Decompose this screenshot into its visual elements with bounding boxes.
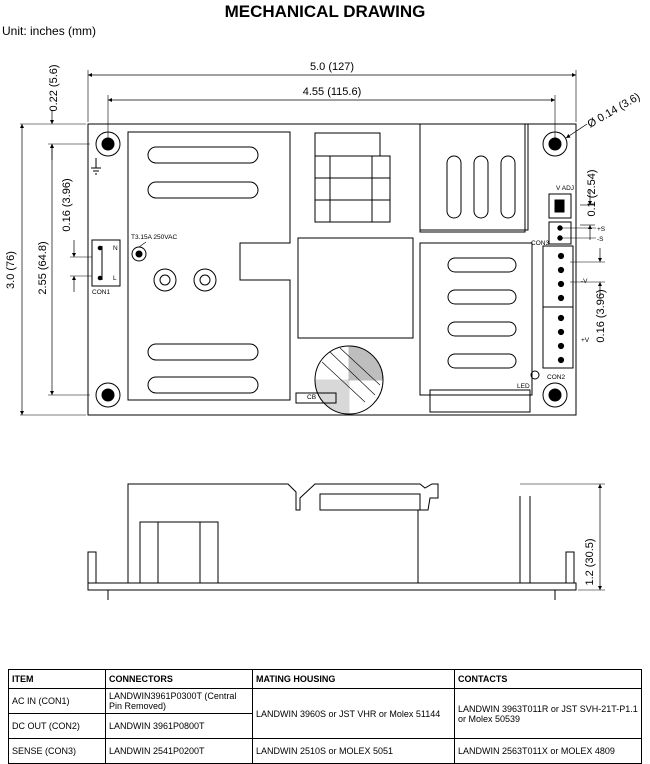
con1-pin-n: N xyxy=(113,245,118,252)
table-cell-merged-contacts: LANDWIN 3963T011R or JST SVH-21T-P1.1 or… xyxy=(454,688,642,739)
table-cell-merged-housing: LANDWIN 3960S or JST VHR or Molex 51144 xyxy=(252,688,455,739)
table-cell: LANDWIN 3961P0800T xyxy=(105,713,253,739)
vadj-label: V ADJ xyxy=(556,185,574,192)
table-row: SENSE (CON3) LANDWIN 2541P0200T LANDWIN … xyxy=(8,738,642,764)
vout-minus-label: -V xyxy=(581,278,588,285)
dim-height-total: 3.0 (76) xyxy=(5,251,17,289)
top-view xyxy=(19,70,605,416)
mounting-hole xyxy=(95,382,121,408)
component-block xyxy=(314,132,381,157)
vout-plus-label: +V xyxy=(581,337,590,344)
bulk-capacitor xyxy=(314,345,384,415)
table-header: CONNECTORS xyxy=(105,669,253,689)
table-cell: LANDWIN 2563T011X or MOLEX 4809 xyxy=(454,738,642,764)
dim-con3-offset: 0.1 (2.54) xyxy=(586,169,598,216)
con1-label: CON1 xyxy=(92,289,110,296)
drawing-title: MECHANICAL DRAWING xyxy=(224,2,426,21)
capacitor xyxy=(153,268,177,292)
pcb-outline xyxy=(87,123,577,416)
unit-note: Unit: inches (mm) xyxy=(2,24,97,38)
side-view xyxy=(87,483,605,600)
dim-width-total: 5.0 (127) xyxy=(310,61,354,73)
table-row: DC OUT (CON2) LANDWIN 3961P0800T xyxy=(8,713,642,739)
table-cell: LANDWIN 2541P0200T xyxy=(105,738,253,764)
table-cell: LANDWIN 2510S or MOLEX 5051 xyxy=(252,738,455,764)
led-label: LED xyxy=(517,383,530,390)
table-cell: AC IN (CON1) xyxy=(8,688,106,714)
dim-width-holes: 4.55 (115.6) xyxy=(303,86,362,98)
pcb-side xyxy=(87,582,577,591)
dim-con2-offset: 0.16 (3.96) xyxy=(595,289,607,342)
dim-top-offset: 0.22 (5.6) xyxy=(48,64,60,111)
table-header: ITEM xyxy=(8,669,106,689)
con2-connector xyxy=(542,245,574,369)
con3-label: CON3 xyxy=(531,240,549,247)
con1-connector xyxy=(91,239,121,287)
mounting-hole xyxy=(95,131,121,157)
heatsink-right-bottom xyxy=(419,242,533,396)
dim-height-holes: 2.55 (64.8) xyxy=(37,241,49,294)
mounting-hole xyxy=(542,131,568,157)
capacitor xyxy=(193,268,217,292)
table-header: MATING HOUSING xyxy=(252,669,455,689)
table-cell: DC OUT (CON2) xyxy=(8,713,106,739)
dim-con1-offset: 0.16 (3.96) xyxy=(61,178,73,231)
sense-minus-label: -S xyxy=(597,236,604,243)
fuse-label: T3.15A 250VAC xyxy=(131,234,177,241)
heatsink-left xyxy=(127,131,291,401)
mounting-hole xyxy=(542,382,568,408)
connector-table: ITEM CONNECTORS MATING HOUSING CONTACTS … xyxy=(8,669,642,764)
table-cell: LANDWIN3961P0300T (Central Pin Removed) xyxy=(105,688,253,714)
con3-connector xyxy=(548,221,596,245)
dim-hole-diameter: Ø 0.14 (3.6) xyxy=(586,91,643,131)
cb-label: CB xyxy=(307,394,316,401)
table-header-row: ITEM CONNECTORS MATING HOUSING CONTACTS xyxy=(8,669,642,689)
vadj-potentiometer xyxy=(548,193,572,219)
fuse xyxy=(131,241,147,262)
con2-label: CON2 xyxy=(547,374,565,381)
ground-icon xyxy=(91,158,101,175)
con1-pin-l: L xyxy=(113,275,117,282)
led xyxy=(530,370,540,380)
table-cell: SENSE (CON3) xyxy=(8,738,106,764)
transformer xyxy=(297,237,414,339)
table-row: AC IN (CON1) LANDWIN3961P0300T (Central … xyxy=(8,688,642,739)
sense-plus-label: +S xyxy=(597,226,606,233)
table-header: CONTACTS xyxy=(454,669,642,689)
mechanical-drawing: 5.0 (127) 4.55 (115.6) Ø 0.14 (3.6) 0.22… xyxy=(5,61,643,600)
heatsink-right-top xyxy=(419,123,526,233)
dim-side-height: 1.2 (30.5) xyxy=(584,538,596,585)
